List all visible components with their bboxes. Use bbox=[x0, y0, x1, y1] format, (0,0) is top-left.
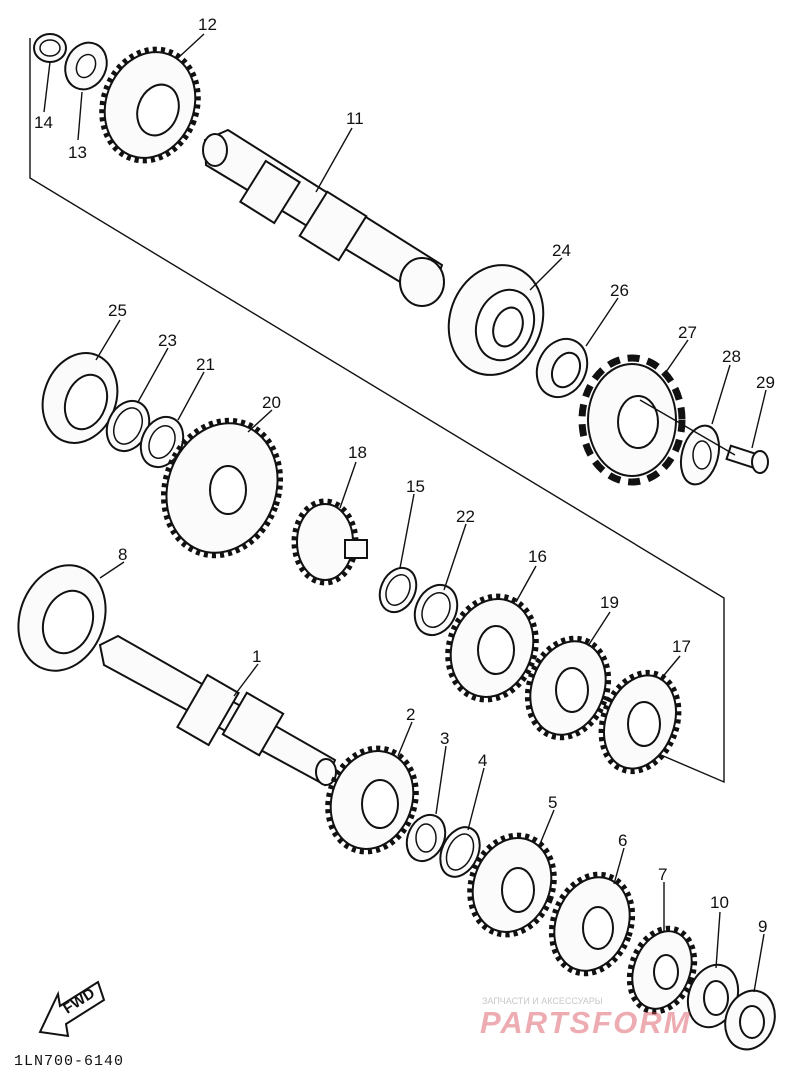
callouts: 12 14 13 11 24 26 27 28 29 25 23 21 20 1… bbox=[34, 15, 775, 936]
callout-4: 4 bbox=[478, 751, 487, 770]
part-19-gear bbox=[524, 635, 612, 741]
fwd-arrow bbox=[38, 980, 106, 1038]
callout-26: 26 bbox=[610, 281, 629, 300]
part-12-gear bbox=[99, 46, 201, 164]
callout-12: 12 bbox=[198, 15, 217, 34]
part-29-bolt bbox=[725, 444, 769, 474]
callout-7: 7 bbox=[658, 865, 667, 884]
watermark-caption: ЗАПЧАСТИ И АКСЕССУАРЫ bbox=[482, 996, 603, 1006]
callout-29: 29 bbox=[756, 373, 775, 392]
callout-23: 23 bbox=[158, 331, 177, 350]
callout-22: 22 bbox=[456, 507, 475, 526]
part-1-main-axle bbox=[98, 634, 337, 787]
callout-8: 8 bbox=[118, 545, 127, 564]
part-15-circlip bbox=[378, 566, 418, 614]
callout-5: 5 bbox=[548, 793, 557, 812]
callout-9: 9 bbox=[758, 917, 767, 936]
callout-6: 6 bbox=[618, 831, 627, 850]
part-14-circlip bbox=[33, 33, 67, 63]
assembly-outline bbox=[29, 38, 725, 784]
watermark-logo: PARTSFORM bbox=[480, 1005, 692, 1040]
part-22-washer bbox=[413, 583, 459, 637]
callout-21: 21 bbox=[196, 355, 215, 374]
part-16-gear bbox=[445, 593, 539, 703]
part-27-drive-sprocket bbox=[578, 354, 686, 486]
part-24-bearing bbox=[447, 264, 545, 376]
part-8-bearing bbox=[17, 564, 107, 672]
part-4-circlip bbox=[439, 826, 481, 878]
diagram-code: 1LN700-6140 bbox=[14, 1053, 125, 1070]
bolt-axis-line bbox=[639, 399, 736, 456]
part-17-gear bbox=[598, 669, 682, 775]
callout-18: 18 bbox=[348, 443, 367, 462]
leader-lines bbox=[43, 33, 767, 993]
callout-24: 24 bbox=[552, 241, 571, 260]
part-13-washer bbox=[64, 41, 108, 91]
callout-13: 13 bbox=[68, 143, 87, 162]
callout-14: 14 bbox=[34, 113, 53, 132]
part-7-gear bbox=[626, 925, 698, 1015]
callout-10: 10 bbox=[710, 893, 729, 912]
callout-20: 20 bbox=[262, 393, 281, 412]
part-11-drive-axle bbox=[202, 128, 445, 307]
callout-15: 15 bbox=[406, 477, 425, 496]
part-25-bearing bbox=[41, 352, 119, 444]
part-3-washer bbox=[405, 813, 447, 863]
part-18-gear bbox=[291, 498, 368, 586]
callout-11: 11 bbox=[346, 109, 364, 128]
callout-25: 25 bbox=[108, 301, 127, 320]
callout-27: 27 bbox=[678, 323, 697, 342]
callout-17: 17 bbox=[672, 637, 691, 656]
part-26-collar bbox=[535, 337, 589, 399]
callout-16: 16 bbox=[528, 547, 547, 566]
part-2-gear bbox=[325, 745, 419, 855]
part-10-bearing bbox=[686, 963, 740, 1029]
callout-28: 28 bbox=[722, 347, 741, 366]
part-9-oil-seal bbox=[724, 989, 776, 1051]
callout-19: 19 bbox=[600, 593, 619, 612]
callout-3: 3 bbox=[440, 729, 449, 748]
callout-2: 2 bbox=[406, 705, 415, 724]
callout-1: 1 bbox=[252, 647, 261, 666]
part-6-gear bbox=[548, 871, 636, 977]
part-20-gear bbox=[160, 417, 284, 559]
part-5-gear bbox=[467, 832, 557, 938]
